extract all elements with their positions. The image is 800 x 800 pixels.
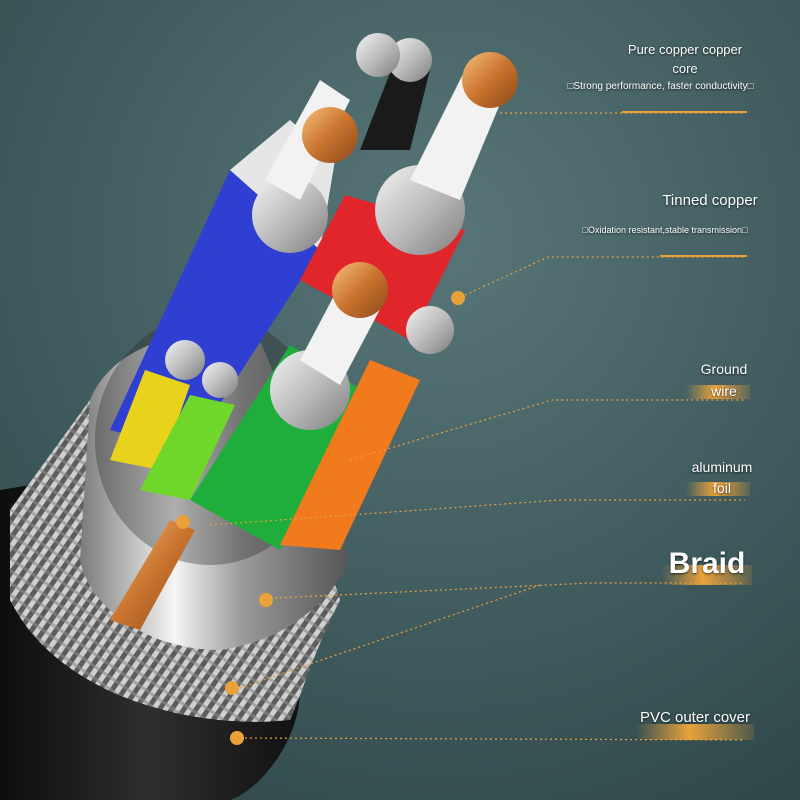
- orange-wire: [280, 306, 454, 550]
- pvc-plaque: [636, 724, 754, 740]
- copper-core-title-line1: Pure copper copper: [627, 42, 743, 57]
- yellow-wire: [110, 340, 205, 470]
- braid-title: Braid: [668, 547, 746, 580]
- ground-wire-title-line2: wire: [711, 383, 737, 399]
- pvc-outer-cover-title: PVC outer cover: [639, 709, 751, 726]
- aluminum-foil-plaque: [686, 482, 750, 496]
- tinned-copper-note: □Oxidation resistant,stable transmission…: [582, 225, 748, 235]
- aluminum-foil-title-line2: foil: [713, 480, 731, 496]
- black-wire: [356, 33, 432, 150]
- aluminum-foil-title-line1: aluminum: [691, 459, 753, 475]
- green-wire: [190, 262, 388, 550]
- callout-dots: [176, 291, 465, 745]
- copper-core-title-line2: core: [672, 61, 698, 76]
- ground-wire: [110, 520, 195, 630]
- red-wire: [300, 52, 518, 340]
- ground-wire-title-line1: Ground: [700, 361, 748, 377]
- tinned-copper-underline: [660, 255, 747, 257]
- copper-core-underline: [622, 111, 747, 113]
- copper-core-note: □Strong performance, faster conductivity…: [567, 81, 754, 92]
- ground-wire-plaque: [686, 385, 750, 399]
- braid-plaque: [662, 565, 752, 585]
- tinned-copper-title: Tinned copper: [662, 192, 758, 209]
- lime-wire: [140, 362, 238, 500]
